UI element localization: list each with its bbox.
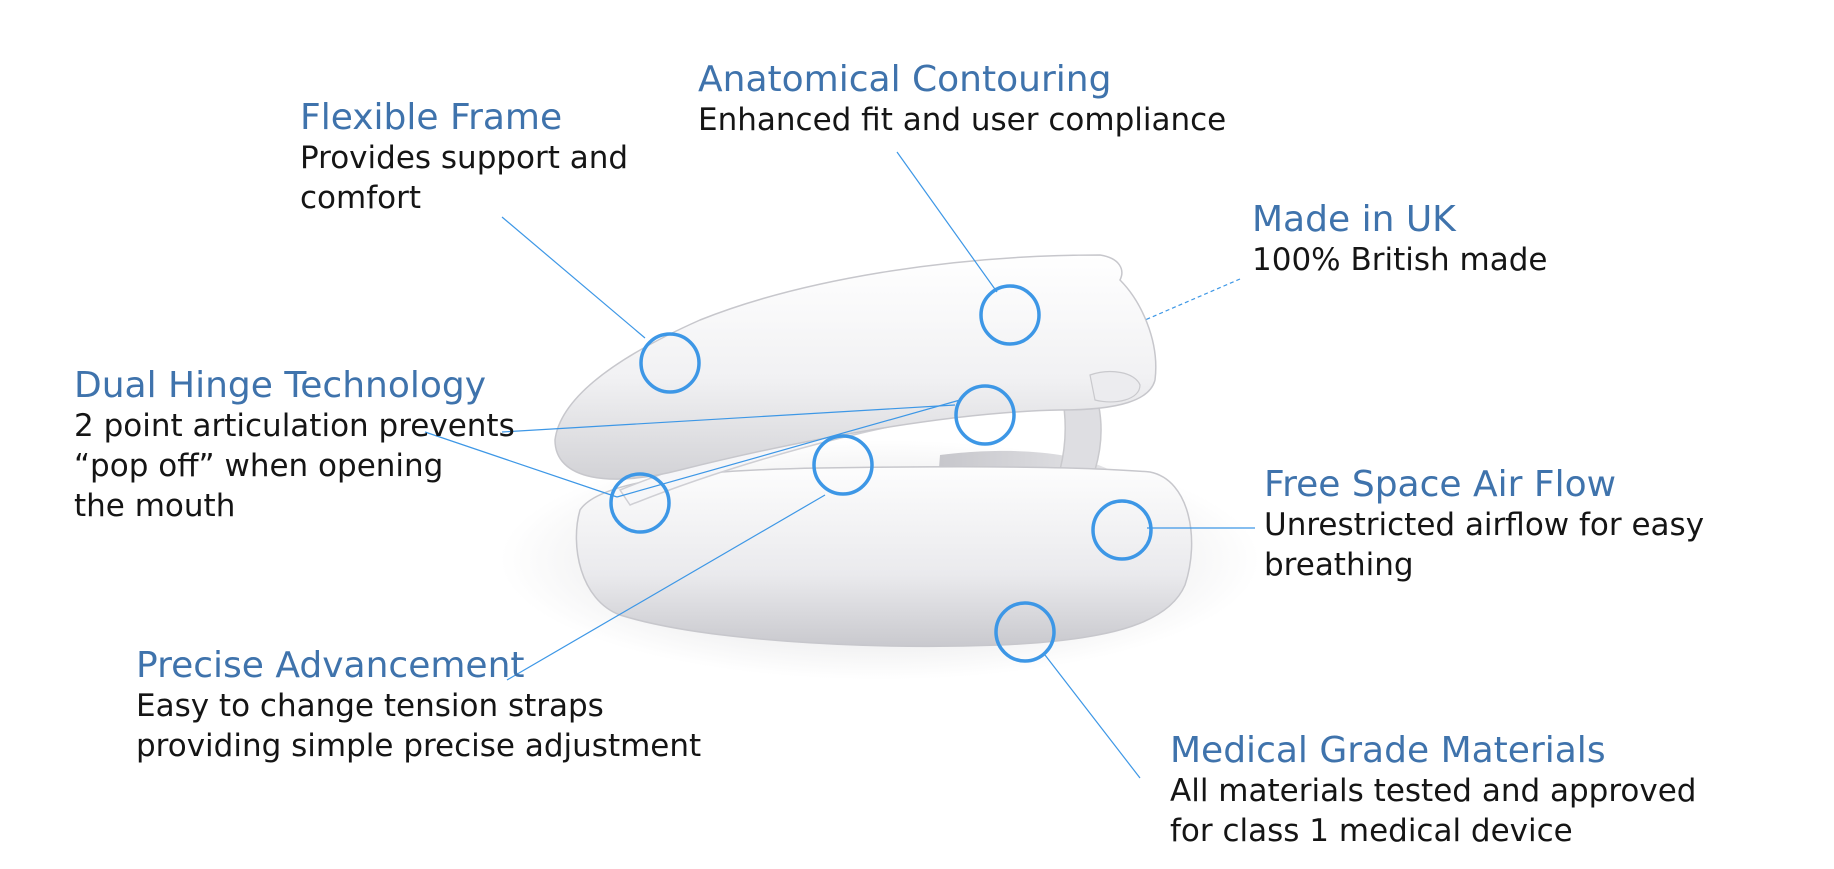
callout-circle-precise (812, 434, 874, 496)
hinge-knob (1089, 371, 1141, 403)
feature-desc-line: for class 1 medical device (1170, 813, 1573, 849)
feature-desc-line: Provides support and (300, 140, 629, 176)
callout-line-flexible (501, 216, 646, 339)
feature-precise-advancement: Precise Advancement Easy to change tensi… (136, 646, 701, 766)
feature-anatomical-contouring: Anatomical Contouring Enhanced fit and u… (698, 60, 1226, 140)
callout-line-precise (506, 494, 826, 681)
callout-circle-air-flow (1091, 499, 1153, 561)
feature-desc-line: 2 point articulation prevents (74, 408, 515, 444)
feature-title: Free Space Air Flow (1264, 464, 1617, 505)
feature-desc-line: the mouth (74, 488, 236, 524)
feature-dual-hinge-technology: Dual Hinge Technology 2 point articulati… (74, 366, 515, 526)
feature-title: Made in UK (1252, 199, 1456, 240)
feature-desc-line: 100% British made (1252, 242, 1548, 278)
feature-title: Flexible Frame (300, 97, 563, 138)
callout-line-dual-hinge-3 (616, 399, 961, 498)
feature-desc-line: Easy to change tension straps (136, 688, 604, 724)
feature-desc-line: providing simple precise adjustment (136, 728, 702, 764)
callout-line-medical (1044, 654, 1141, 779)
callout-line-dual-hinge-1 (501, 404, 956, 433)
feature-title: Precise Advancement (136, 645, 525, 686)
callout-line-dual-hinge-2 (424, 431, 618, 498)
callout-circle-dual-hinge-left (609, 472, 671, 534)
lower-tray (575, 466, 1193, 647)
feature-free-space-air-flow: Free Space Air Flow Unrestricted airflow… (1264, 465, 1704, 585)
feature-flexible-frame: Flexible Frame Provides support and comf… (300, 98, 628, 218)
feature-title: Medical Grade Materials (1170, 730, 1606, 771)
feature-title: Dual Hinge Technology (74, 365, 487, 406)
callout-circle-dual-hinge-right (954, 384, 1016, 446)
feature-desc-line: breathing (1264, 547, 1414, 583)
feature-desc-line: Unrestricted airflow for easy (1264, 507, 1705, 543)
callout-circle-medical (994, 601, 1056, 663)
feature-medical-grade-materials: Medical Grade Materials All materials te… (1170, 731, 1696, 851)
callout-lines (424, 151, 1255, 779)
callout-line-made-uk (1144, 278, 1241, 321)
callout-circle-flexible (639, 332, 701, 394)
callout-line-anatomical (896, 151, 998, 293)
feature-desc-line: “pop off” when opening (74, 448, 444, 484)
feature-made-in-uk: Made in UK 100% British made (1252, 200, 1547, 280)
callout-circles (609, 284, 1153, 663)
feature-desc-line: All materials tested and approved (1170, 773, 1697, 809)
callout-circle-anatomical (979, 284, 1041, 346)
feature-title: Anatomical Contouring (698, 59, 1112, 100)
feature-desc-line: Enhanced fit and user compliance (698, 102, 1227, 138)
feature-desc-line: comfort (300, 180, 421, 216)
upper-tray (554, 254, 1157, 480)
